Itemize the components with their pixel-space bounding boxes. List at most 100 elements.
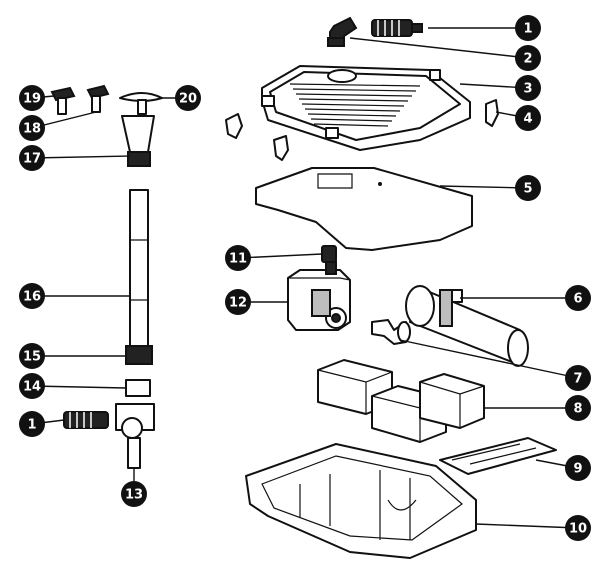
- spray-head-19: [50, 86, 76, 115]
- callout-5: 5: [515, 175, 541, 201]
- hose-connector-left: [63, 411, 109, 429]
- callout-circle: [19, 411, 45, 437]
- callout-circle: [515, 105, 541, 131]
- callout-circle: [565, 285, 591, 311]
- callout-number: 15: [23, 350, 41, 365]
- callout-1: 1: [515, 15, 541, 41]
- callout-number: 3: [523, 82, 532, 97]
- callout-number: 12: [229, 296, 247, 311]
- callout-11: 11: [225, 245, 251, 271]
- uv-clarifier: [405, 285, 529, 367]
- pump-nozzle: [321, 245, 337, 263]
- leader-line: [237, 253, 323, 259]
- callout-20: 20: [175, 85, 201, 111]
- callout-number: 1: [27, 418, 36, 433]
- callout-number: 18: [23, 122, 41, 137]
- lid-vent-slat: [304, 108, 401, 112]
- callout-circle: [565, 515, 591, 541]
- callout-8: 8: [565, 395, 591, 421]
- callout-circle: [19, 85, 45, 111]
- callout-number: 2: [523, 52, 532, 67]
- elbow-connector: [327, 16, 358, 47]
- lid-vent-slat: [310, 118, 393, 122]
- filter-lid: [261, 65, 471, 151]
- callout-number: 5: [523, 182, 532, 197]
- diverter-valve: [115, 403, 155, 469]
- spray-head-18: [86, 84, 110, 113]
- leader-line: [399, 339, 579, 379]
- lid-vents: [289, 83, 421, 127]
- callout-circle: [19, 115, 45, 141]
- media-tray: [439, 437, 557, 475]
- callout-3: 3: [515, 75, 541, 101]
- callout-number: 7: [573, 372, 582, 387]
- callout-circle: [515, 175, 541, 201]
- callout-number: 17: [23, 152, 41, 167]
- callout-circle: [565, 395, 591, 421]
- callout-number: 6: [573, 292, 582, 307]
- lid-vent-slat: [301, 103, 405, 107]
- tube-nut: [125, 345, 153, 365]
- callout-16: 16: [19, 283, 45, 309]
- callout-14: 14: [19, 373, 45, 399]
- extension-tube: [129, 189, 149, 347]
- callout-number: 19: [23, 92, 41, 107]
- leader-line: [31, 385, 127, 389]
- filter-foam: [255, 167, 473, 251]
- callout-circle: [225, 289, 251, 315]
- callout-17: 17: [19, 145, 45, 171]
- callout-circle: [19, 343, 45, 369]
- water-pump: [287, 261, 351, 331]
- lid-vent-slat: [289, 83, 421, 87]
- lid-vent-slat: [313, 123, 389, 127]
- lid-vent-slat: [292, 88, 417, 92]
- callout-4: 4: [515, 105, 541, 131]
- leader-line: [349, 37, 529, 59]
- lid-vent-slat: [307, 113, 397, 117]
- callout-circle: [121, 481, 147, 507]
- callout-circle: [565, 455, 591, 481]
- extension-cup: [121, 115, 155, 167]
- hose-connector-top: [371, 19, 423, 37]
- callout-circle: [175, 85, 201, 111]
- callout-circle: [515, 15, 541, 41]
- callout-number: 13: [125, 488, 143, 503]
- callout-number: 10: [569, 522, 587, 537]
- lid-vent-slat: [295, 93, 413, 97]
- callout-circle: [515, 45, 541, 71]
- callout-number: 1: [523, 22, 532, 37]
- callout-number: 4: [523, 112, 532, 127]
- filter-media-blocks: [317, 359, 485, 443]
- callout-number: 9: [573, 462, 582, 477]
- callout-circle: [515, 75, 541, 101]
- callout-circle: [19, 283, 45, 309]
- callout-number: 11: [229, 252, 247, 267]
- callout-6: 6: [565, 285, 591, 311]
- callout-2: 2: [515, 45, 541, 71]
- lid-vent-slat: [298, 98, 409, 102]
- callout-15: 15: [19, 343, 45, 369]
- elbow-fitting: [371, 319, 411, 345]
- callout-10: 10: [565, 515, 591, 541]
- leader-line: [475, 523, 579, 529]
- filter-base-housing: [245, 443, 477, 559]
- callout-13: 13: [121, 481, 147, 507]
- callout-9: 9: [565, 455, 591, 481]
- callout-circle: [19, 145, 45, 171]
- callout-number: 14: [23, 380, 41, 395]
- callout-number: 20: [179, 92, 197, 107]
- callout-7: 7: [565, 365, 591, 391]
- callout-number: 8: [573, 402, 582, 417]
- callout-12: 12: [225, 289, 251, 315]
- callout-circle: [565, 365, 591, 391]
- leader-line: [31, 155, 131, 159]
- lid-clips: [225, 99, 499, 161]
- leader-line: [439, 185, 529, 189]
- callout-18: 18: [19, 115, 45, 141]
- fountain-nozzle: [119, 92, 163, 115]
- callout-19: 19: [19, 85, 45, 111]
- callout-circle: [225, 245, 251, 271]
